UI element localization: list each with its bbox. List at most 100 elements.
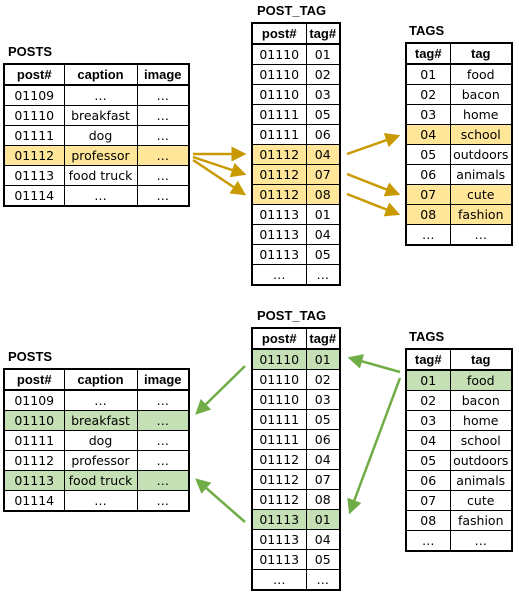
table-cell: 03	[305, 389, 341, 410]
column-header: tag	[449, 348, 513, 371]
table-cell: 01111	[251, 409, 307, 430]
table-cell: food	[449, 369, 513, 391]
header-row: tag#tag	[405, 348, 513, 371]
column-header: tag#	[305, 327, 341, 350]
table-cell: …	[136, 430, 190, 451]
table-row: ……	[405, 530, 513, 552]
table-cell: food	[449, 63, 513, 85]
table-cell: 01113	[3, 470, 65, 491]
table-cell: 05	[405, 144, 451, 165]
table-cell: …	[136, 145, 190, 166]
arrow-post-to-posttag-08	[192, 158, 247, 196]
table-cell: food truck	[63, 470, 138, 491]
table-cell: 01114	[3, 185, 65, 207]
table-cell: home	[449, 410, 513, 431]
header-row: post#tag#	[251, 22, 341, 45]
table-cell: 01110	[251, 389, 307, 410]
table-cell: breakfast	[63, 410, 138, 431]
header-row: post#tag#	[251, 327, 341, 350]
table-cell: …	[449, 224, 513, 246]
table-cell: 05	[305, 244, 341, 265]
table-cell: 08	[305, 184, 341, 205]
table-cell: 01112	[3, 145, 65, 166]
column-header: tag#	[405, 42, 451, 65]
table-cell: outdoors	[449, 144, 513, 165]
column-header: post#	[251, 327, 307, 350]
column-header: image	[136, 368, 190, 391]
table-cell: professor	[63, 145, 138, 166]
table-cell: 01110	[251, 64, 307, 85]
table-cell: 01113	[251, 549, 307, 570]
top-posts-title: POSTS	[8, 44, 53, 59]
header-row: tag#tag	[405, 42, 513, 65]
table-cell: …	[63, 185, 138, 207]
table-cell: …	[449, 530, 513, 552]
arrow-post-to-posttag-07	[192, 155, 247, 178]
table-cell: …	[63, 84, 138, 106]
table-cell: 01113	[251, 204, 307, 225]
table-cell: 01	[305, 348, 341, 370]
table-cell: 06	[305, 429, 341, 450]
table-cell: 01111	[251, 429, 307, 450]
arrow-posttag-to-tag-cute	[346, 172, 401, 197]
table-cell: 01112	[251, 184, 307, 205]
table-cell: 01111	[3, 430, 65, 451]
table-cell: 01112	[3, 450, 65, 471]
table-cell: …	[136, 125, 190, 146]
table-cell: …	[136, 185, 190, 207]
table-cell: 01110	[3, 410, 65, 431]
column-header: tag#	[305, 22, 341, 45]
table-cell: 05	[405, 450, 451, 471]
table-cell: cute	[449, 184, 513, 205]
column-header: tag	[449, 42, 513, 65]
arrow-posttag-to-post-breakfast	[195, 365, 246, 415]
table-cell: …	[251, 569, 307, 591]
table-row: 01114……	[3, 185, 190, 207]
table-cell: …	[305, 569, 341, 591]
table-cell: …	[136, 165, 190, 186]
table-row: 01109……	[3, 84, 190, 106]
table-cell: 05	[305, 549, 341, 570]
arrow-tag-to-posttag-01110	[347, 354, 401, 374]
table-cell: fashion	[449, 204, 513, 225]
table-cell: 02	[405, 84, 451, 105]
table-cell: 01113	[3, 165, 65, 186]
column-header: caption	[63, 63, 138, 86]
top-post-tag-title: POST_TAG	[257, 3, 327, 18]
arrow-tag-to-posttag-01113	[347, 377, 402, 515]
arrow-posttag-to-tag-school	[346, 133, 401, 156]
table-cell: 01	[305, 43, 341, 65]
table-cell: school	[449, 124, 513, 145]
table-cell: 05	[305, 104, 341, 125]
table-cell: 08	[405, 204, 451, 225]
table-cell: …	[305, 264, 341, 286]
table-cell: professor	[63, 450, 138, 471]
